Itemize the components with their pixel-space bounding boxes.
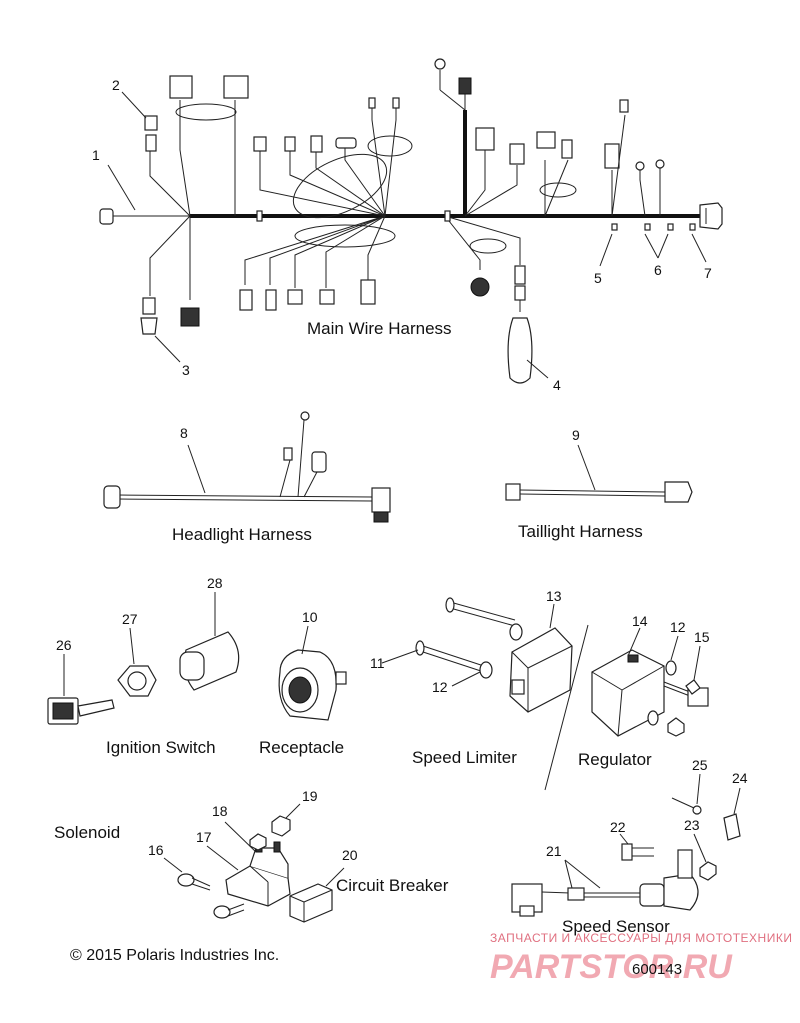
callout-4: 4 [553,377,561,393]
ignition-switch-drawing [47,592,240,725]
watermark-brand: PARTSTOR.RU [490,948,733,986]
solenoid-drawing [163,803,345,923]
callout-23: 23 [684,817,700,833]
caption-speed-limiter: Speed Limiter [412,748,517,767]
receptacle-drawing [278,625,347,721]
caption-receptacle: Receptacle [259,738,344,757]
callout-20: 20 [342,847,358,863]
callout-1: 1 [92,147,100,163]
callout-18: 18 [212,803,228,819]
callout-8: 8 [180,425,188,441]
regulator-drawing [591,627,709,737]
callout-22: 22 [610,819,626,835]
callout-11: 11 [370,655,385,671]
caption-taillight-harness: Taillight Harness [518,522,643,541]
headlight-harness-drawing [103,411,391,523]
section-divider [544,624,589,791]
callout-17: 17 [196,829,212,845]
watermark-tagline: ЗАПЧАСТИ И АКСЕССУАРЫ ДЛЯ МОТОТЕХНИКИ [490,931,792,945]
callout-5: 5 [594,270,602,286]
callout-12b: 12 [670,619,686,635]
callout-28: 28 [207,575,223,591]
callout-21: 21 [546,843,562,859]
callout-26: 26 [56,637,72,653]
speed-sensor-drawing [511,773,741,917]
caption-ignition-switch: Ignition Switch [106,738,216,757]
callout-16: 16 [148,842,164,858]
callout-9: 9 [572,427,580,443]
callout-15: 15 [694,629,710,645]
diagram-number: 600143 [632,961,682,978]
taillight-harness-drawing [505,444,693,503]
callout-2: 2 [112,77,120,93]
callout-7: 7 [704,265,712,281]
main-wire-harness-drawing [99,58,723,384]
callout-3: 3 [182,362,190,378]
copyright-notice: © 2015 Polaris Industries Inc. [70,947,279,964]
callout-12a: 12 [432,679,448,695]
caption-main-wire-harness: Main Wire Harness [307,319,452,338]
caption-regulator: Regulator [578,750,652,769]
callout-numbers: 1 2 3 4 5 6 7 8 9 10 11 12 12 13 14 15 1… [56,77,748,863]
callout-27: 27 [122,611,138,627]
caption-solenoid: Solenoid [54,823,120,842]
callout-14: 14 [632,613,648,629]
callout-19: 19 [302,788,318,804]
callout-25: 25 [692,757,708,773]
caption-circuit-breaker: Circuit Breaker [336,876,449,895]
caption-headlight-harness: Headlight Harness [172,525,312,544]
callout-10: 10 [302,609,318,625]
section-captions: Main Wire Harness Headlight Harness Tail… [54,319,670,936]
callout-13: 13 [546,588,562,604]
callout-24: 24 [732,770,748,786]
speed-limiter-drawing [381,597,573,713]
callout-6: 6 [654,262,662,278]
caption-speed-sensor: Speed Sensor [562,917,670,936]
